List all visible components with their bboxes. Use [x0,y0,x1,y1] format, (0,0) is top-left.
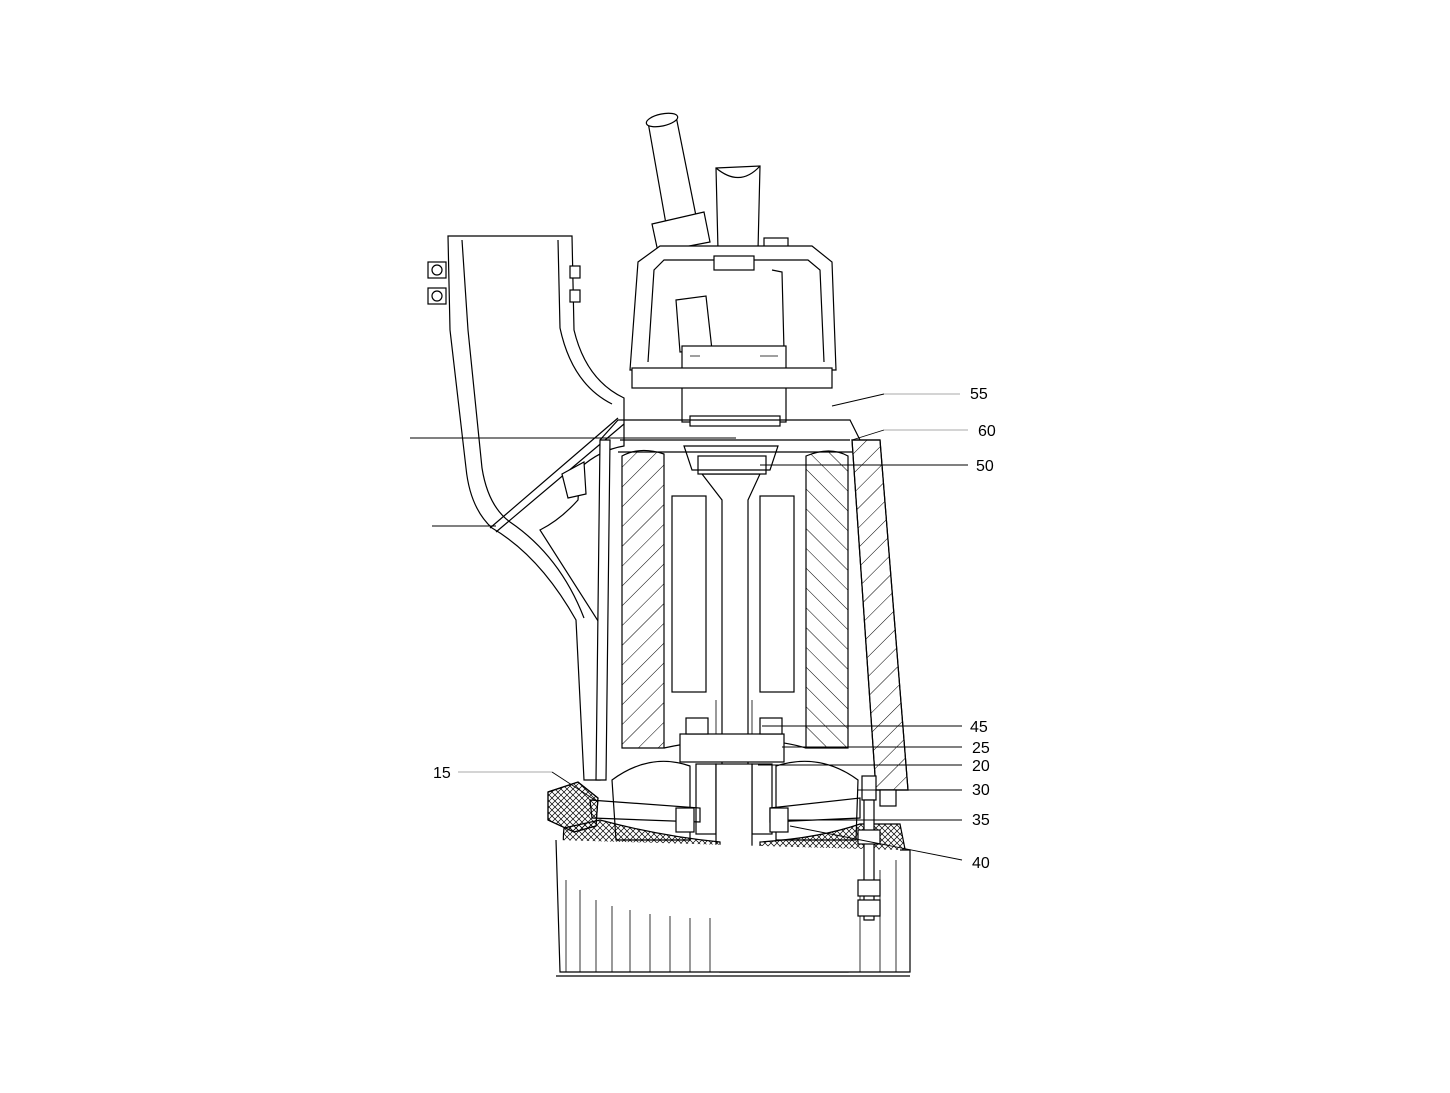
callout-35: 35 [972,812,990,829]
callout-20: 20 [972,758,990,775]
callout-30: 30 [972,782,990,799]
leader-lines [410,393,968,861]
stator [621,449,849,749]
callout-60: 60 [978,423,996,440]
callout-15: 15 [433,765,451,782]
cable-inlet [645,112,789,253]
callout-25: 25 [972,740,990,757]
callout-40: 40 [972,855,990,872]
discharge-elbow [427,235,625,781]
pump-base [555,839,911,977]
callout-45: 45 [970,719,988,736]
callout-55: 55 [970,386,988,403]
base-bolt [857,775,897,921]
callout-labels: 55 60 50 45 25 20 30 35 40 15 [433,386,996,872]
callout-50: 50 [976,458,994,475]
motor-top-cover [629,245,837,427]
